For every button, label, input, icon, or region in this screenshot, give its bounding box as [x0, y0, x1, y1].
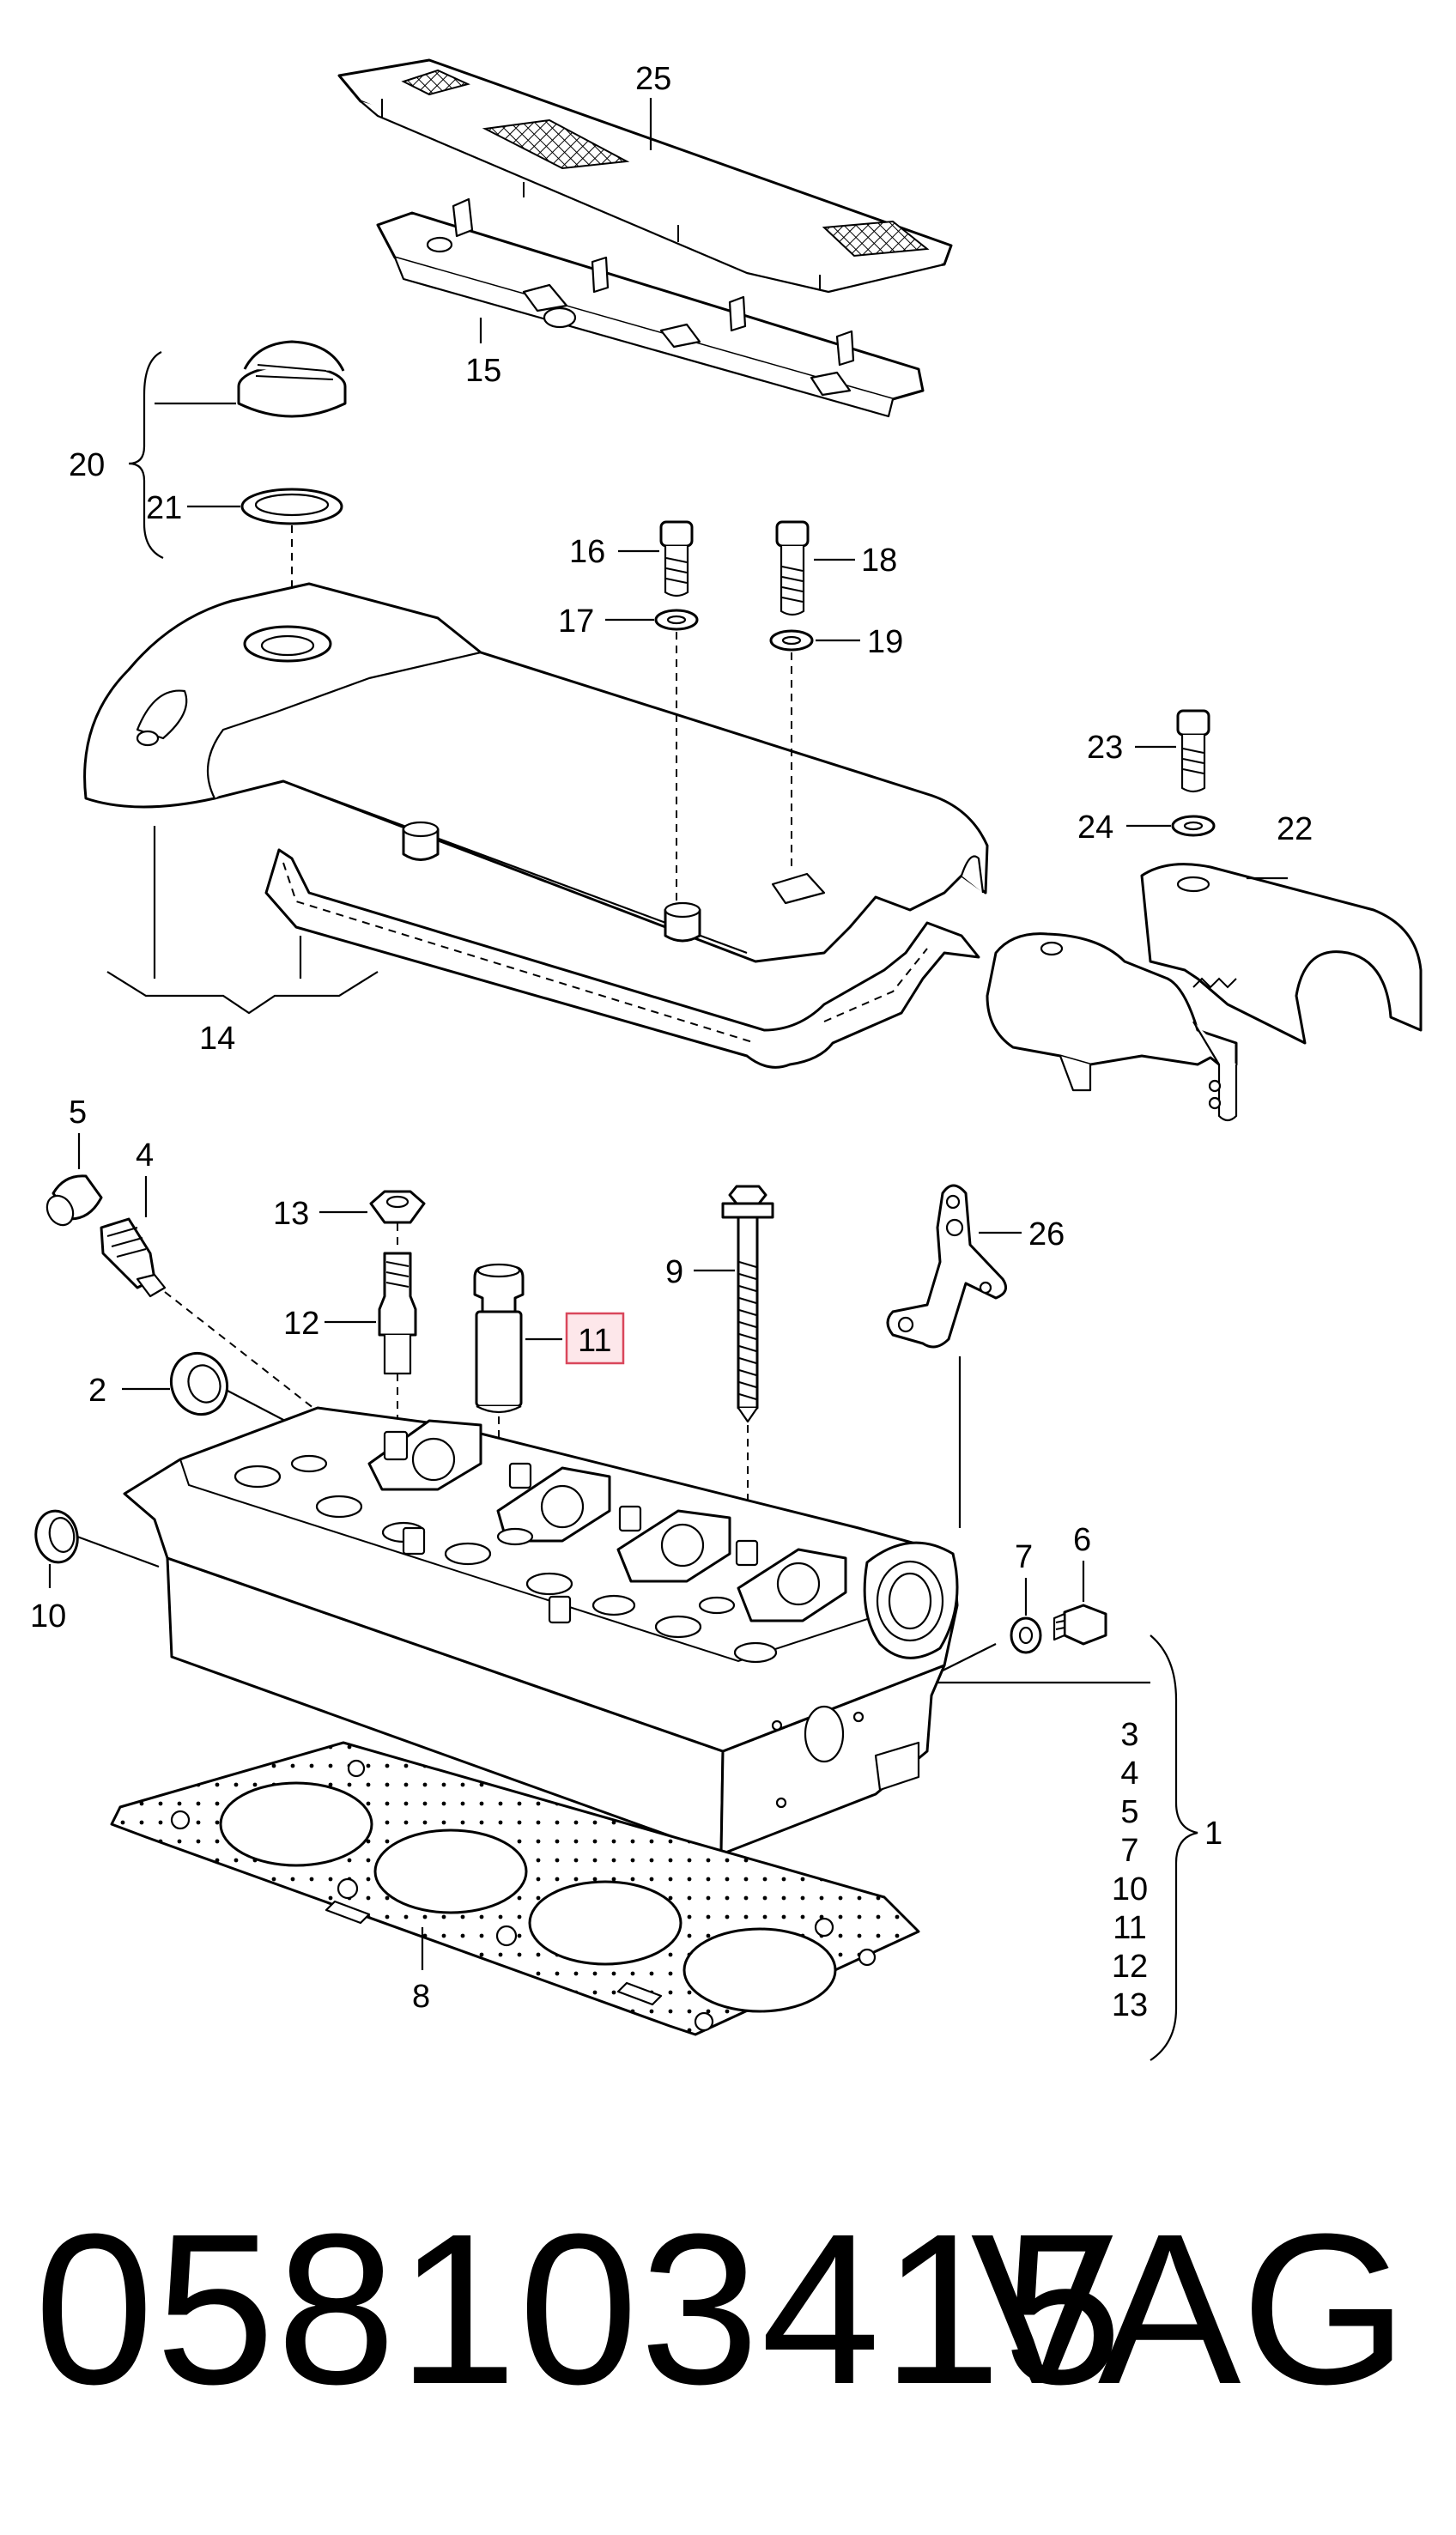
callout-18: 18 [861, 543, 897, 579]
footer: 058103415 VAG [34, 2180, 1442, 2490]
group-1-item: 3 [1120, 1717, 1138, 1753]
cylinder-head-bolt-part-9 [721, 1185, 774, 1423]
callout-1: 1 [1204, 1816, 1222, 1852]
bracket-14 [106, 826, 379, 1015]
callout-22: 22 [1277, 811, 1313, 847]
group-1-list: 3 4 5 7 10 11 12 13 [1112, 1717, 1148, 2023]
bolt-part-16 [659, 520, 694, 597]
plug-part-5 [46, 1174, 103, 1227]
valve-cover-part-14 [83, 582, 989, 963]
group-1-item: 4 [1120, 1756, 1138, 1792]
callout-7: 7 [1015, 1539, 1033, 1575]
callout-5: 5 [69, 1095, 87, 1131]
callout-24: 24 [1077, 810, 1113, 846]
callout-4: 4 [136, 1137, 154, 1173]
callout-11-highlight[interactable] [565, 1312, 625, 1365]
exploded-parts-diagram: 25 15 20 21 14 [30, 58, 1423, 2061]
oil-cap-seal-part-21 [240, 488, 343, 525]
group-1-item: 7 [1120, 1833, 1138, 1869]
washer-part-19 [769, 629, 814, 652]
callout-8: 8 [412, 1979, 430, 2015]
group-1-item: 12 [1112, 1949, 1148, 1985]
callout-2: 2 [88, 1373, 106, 1409]
callout-10: 10 [30, 1598, 66, 1634]
bolt-part-18 [775, 520, 810, 616]
callout-20: 20 [69, 447, 105, 483]
stud-part-12 [378, 1252, 417, 1375]
bracket-1 [1150, 1634, 1198, 2061]
callout-15: 15 [465, 353, 501, 389]
group-1-item: 5 [1120, 1794, 1138, 1830]
hydraulic-tappet-part-11 [473, 1263, 525, 1414]
leader-6b [935, 1643, 997, 1675]
plug-part-10 [34, 1509, 79, 1564]
seal-washer-part-7 [1010, 1616, 1042, 1654]
callout-11: 11 [578, 1323, 611, 1359]
callout-21: 21 [146, 490, 182, 526]
group-1-item: 10 [1112, 1871, 1148, 1907]
washer-part-24 [1171, 815, 1216, 837]
valve-cover-gasket [264, 848, 980, 1069]
callout-9: 9 [665, 1254, 683, 1290]
bracket-20 [128, 351, 164, 560]
callout-6: 6 [1073, 1522, 1091, 1558]
callout-17: 17 [558, 603, 594, 640]
bracket-rail-part-15 [376, 197, 925, 418]
bolt-part-23 [1176, 709, 1210, 793]
lifting-eye-part-26 [886, 1184, 1008, 1349]
engine-cover-strip-part-25 [337, 58, 953, 294]
timing-belt-guard-part-22 [986, 863, 1423, 1122]
group-1-item: 13 [1112, 1987, 1148, 2023]
callout-14: 14 [199, 1021, 235, 1057]
leader-10b [76, 1535, 160, 1568]
cylinder-head-part-1 [123, 1406, 959, 1856]
callout-12: 12 [283, 1306, 319, 1342]
group-1-item: 11 [1113, 1910, 1146, 1946]
part-number: 058103415 [34, 2189, 1125, 2429]
sensor-part-4 [100, 1217, 167, 1298]
callout-23: 23 [1087, 730, 1123, 766]
nut-part-13 [369, 1190, 426, 1224]
brand-name: VAG [970, 2189, 1408, 2429]
head-gasket-part-8 [110, 1741, 920, 2036]
callout-25: 25 [635, 61, 671, 97]
oil-seal-part-2 [170, 1351, 228, 1416]
callout-16: 16 [569, 534, 605, 570]
oil-filler-cap-part-20 [237, 340, 347, 418]
washer-part-17 [654, 609, 699, 631]
screw-plug-part-6 [1053, 1604, 1107, 1646]
callout-13: 13 [273, 1196, 309, 1232]
callout-26: 26 [1028, 1216, 1065, 1252]
callout-19: 19 [867, 624, 903, 660]
